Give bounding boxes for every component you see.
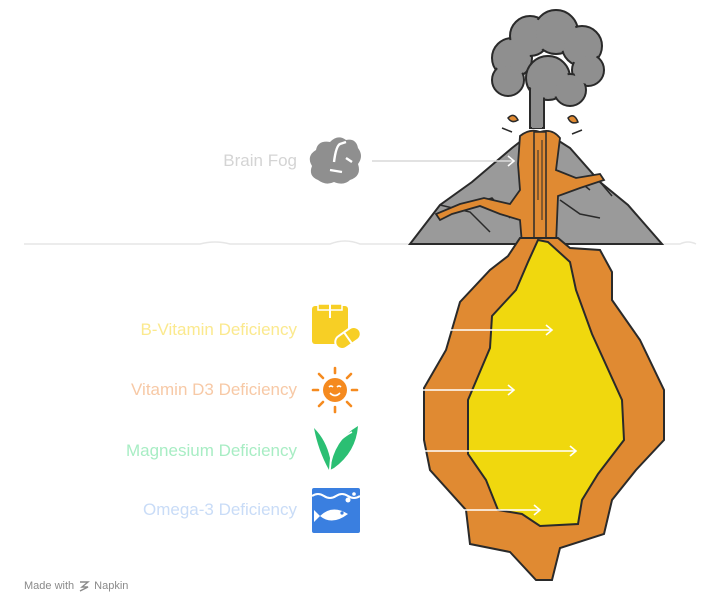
footer-brand: Napkin [94, 580, 129, 592]
label-omega-3-deficiency: Omega-3 Deficiency [142, 500, 297, 519]
volcano-vent [533, 131, 547, 245]
lava-flow [434, 129, 606, 245]
lava-splatter [501, 114, 583, 135]
fish-icon [311, 488, 361, 533]
label-b-vitamin-deficiency: B-Vitamin Deficiency [140, 320, 297, 339]
vitamin-pill-icon [312, 303, 362, 351]
label-brain-fog: Brain Fog [223, 151, 297, 170]
sun-icon [311, 366, 359, 414]
label-magnesium-deficiency: Magnesium Deficiency [125, 441, 297, 460]
brain-icon [309, 137, 361, 184]
leaf-icon [314, 426, 358, 471]
footer-branding: Made with Napkin [24, 580, 128, 592]
connector-lines [372, 155, 578, 516]
magma-chamber-core [467, 238, 626, 528]
footer-made-with: Made with [24, 580, 75, 592]
napkin-logo-icon [79, 581, 91, 592]
ground-line [24, 240, 697, 245]
label-vitamin-d3-deficiency: Vitamin D3 Deficiency [131, 380, 297, 399]
